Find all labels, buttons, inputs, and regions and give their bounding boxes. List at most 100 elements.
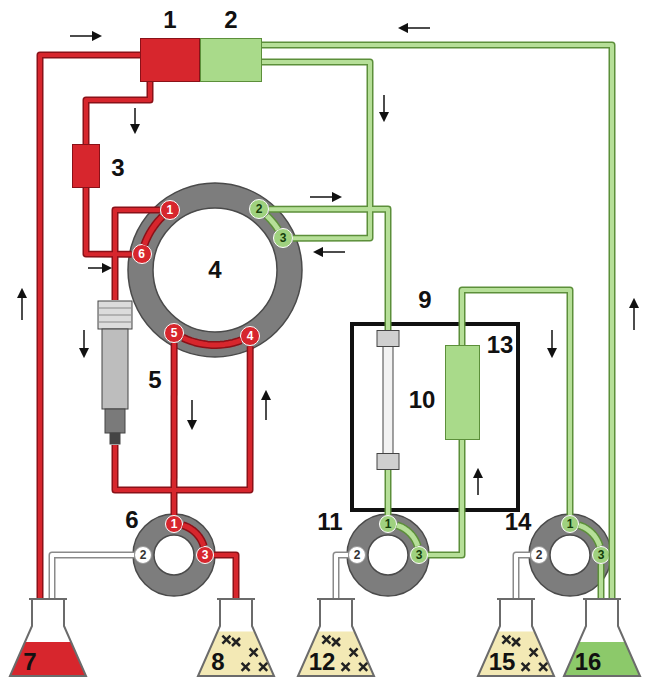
- pump-box: 2: [200, 38, 262, 82]
- flask-liquid: [478, 632, 554, 676]
- flask-drawing: [8, 598, 88, 678]
- tube: [579, 525, 600, 546]
- flask-outline: [298, 598, 374, 676]
- valve-port: 5: [164, 323, 184, 343]
- waste-mark: [222, 636, 230, 644]
- port-number: 2: [536, 549, 543, 561]
- callout-number: 12: [309, 650, 336, 674]
- port-number: 5: [171, 327, 178, 339]
- valve-center: [154, 535, 194, 575]
- valve-center: [153, 208, 277, 332]
- callout-number: 4: [208, 258, 221, 282]
- callout-number: 14: [505, 510, 532, 534]
- port-number: 2: [256, 203, 263, 215]
- flask: 16: [562, 598, 642, 678]
- flask-outline: [478, 598, 554, 676]
- port-number: 2: [140, 549, 147, 561]
- flask-drawing: [296, 598, 376, 678]
- valve-port: 3: [196, 546, 214, 564]
- tube-outline: [214, 555, 236, 598]
- flask-liquid: [298, 632, 374, 676]
- flask: 15: [476, 598, 556, 678]
- flask-liquid: [564, 642, 640, 676]
- valve-port: 1: [160, 200, 180, 220]
- tube-outline: [86, 82, 150, 144]
- callout-number: 6: [125, 508, 138, 532]
- port-number: 1: [385, 518, 392, 530]
- tube: [599, 564, 603, 598]
- detector-box: 13: [445, 345, 480, 440]
- flow-arrow: [134, 108, 136, 132]
- flow-arrow: [21, 290, 23, 320]
- pump-box: 1: [140, 38, 200, 82]
- valve: 11123: [346, 513, 430, 597]
- tube: [115, 346, 250, 490]
- tube-outline: [183, 338, 241, 345]
- waste-mark: [259, 663, 267, 671]
- callout-number: 1: [163, 8, 176, 32]
- tube-outline: [52, 555, 134, 598]
- flow-arrow: [70, 35, 100, 37]
- tube-outline: [336, 555, 348, 598]
- valve-center: [550, 535, 590, 575]
- flow-arrow: [310, 196, 340, 198]
- tube-outline: [579, 525, 600, 546]
- flask-outline: [564, 598, 640, 676]
- port-number: 3: [280, 232, 287, 244]
- tube-outline: [144, 217, 162, 245]
- flask-lip: [583, 598, 621, 600]
- tube-outline: [385, 470, 392, 515]
- port-number: 1: [167, 204, 174, 216]
- port-number: 6: [138, 248, 145, 260]
- tube-outline: [598, 564, 605, 598]
- port-number: 3: [598, 549, 605, 561]
- column-tip: [110, 433, 120, 444]
- tube: [267, 216, 278, 230]
- port-number: 1: [171, 518, 178, 530]
- callout-number: 3: [111, 156, 124, 180]
- callout-number: 15: [489, 650, 516, 674]
- column-nut: [98, 301, 132, 329]
- valve-port: 2: [348, 546, 366, 564]
- waste-mark: [350, 648, 358, 656]
- callout-number: 13: [487, 333, 514, 357]
- flask-lip: [317, 598, 355, 600]
- callout-number: 9: [418, 288, 431, 312]
- tube-outline: [397, 525, 418, 546]
- flask-outline: [198, 598, 274, 676]
- tube: [86, 82, 150, 144]
- tube-outline: [262, 45, 612, 598]
- valve-port: 1: [165, 515, 183, 533]
- column-body: [102, 329, 128, 409]
- port-number: 3: [202, 549, 209, 561]
- flask-outline: [10, 598, 86, 676]
- waste-mark: [322, 636, 330, 644]
- waste-mark: [512, 638, 520, 646]
- waste-mark: [250, 648, 258, 656]
- callout-number: 2: [224, 8, 237, 32]
- tube-outline: [183, 525, 204, 546]
- waste-mark: [332, 638, 340, 646]
- valve: 6123: [132, 513, 216, 597]
- valve-port: 1: [379, 515, 397, 533]
- waste-mark: [359, 663, 367, 671]
- port-number: 1: [567, 518, 574, 530]
- valve-port: 1: [561, 515, 579, 533]
- callout-number: 8: [211, 650, 224, 674]
- flask-liquid: [198, 632, 274, 676]
- waste-mark: [342, 663, 350, 671]
- tube-outline: [428, 440, 462, 555]
- flask-drawing: [196, 598, 276, 678]
- port-number: 3: [416, 549, 423, 561]
- flask-drawing: [562, 598, 642, 678]
- port-number: 4: [247, 330, 254, 342]
- flow-arrow: [633, 300, 635, 330]
- valve-port: 2: [530, 546, 548, 564]
- flow-arrow: [191, 400, 193, 428]
- tube: [40, 55, 140, 598]
- tube-outline: [462, 290, 570, 515]
- valve-port: 6: [132, 244, 152, 264]
- tube: [336, 555, 348, 598]
